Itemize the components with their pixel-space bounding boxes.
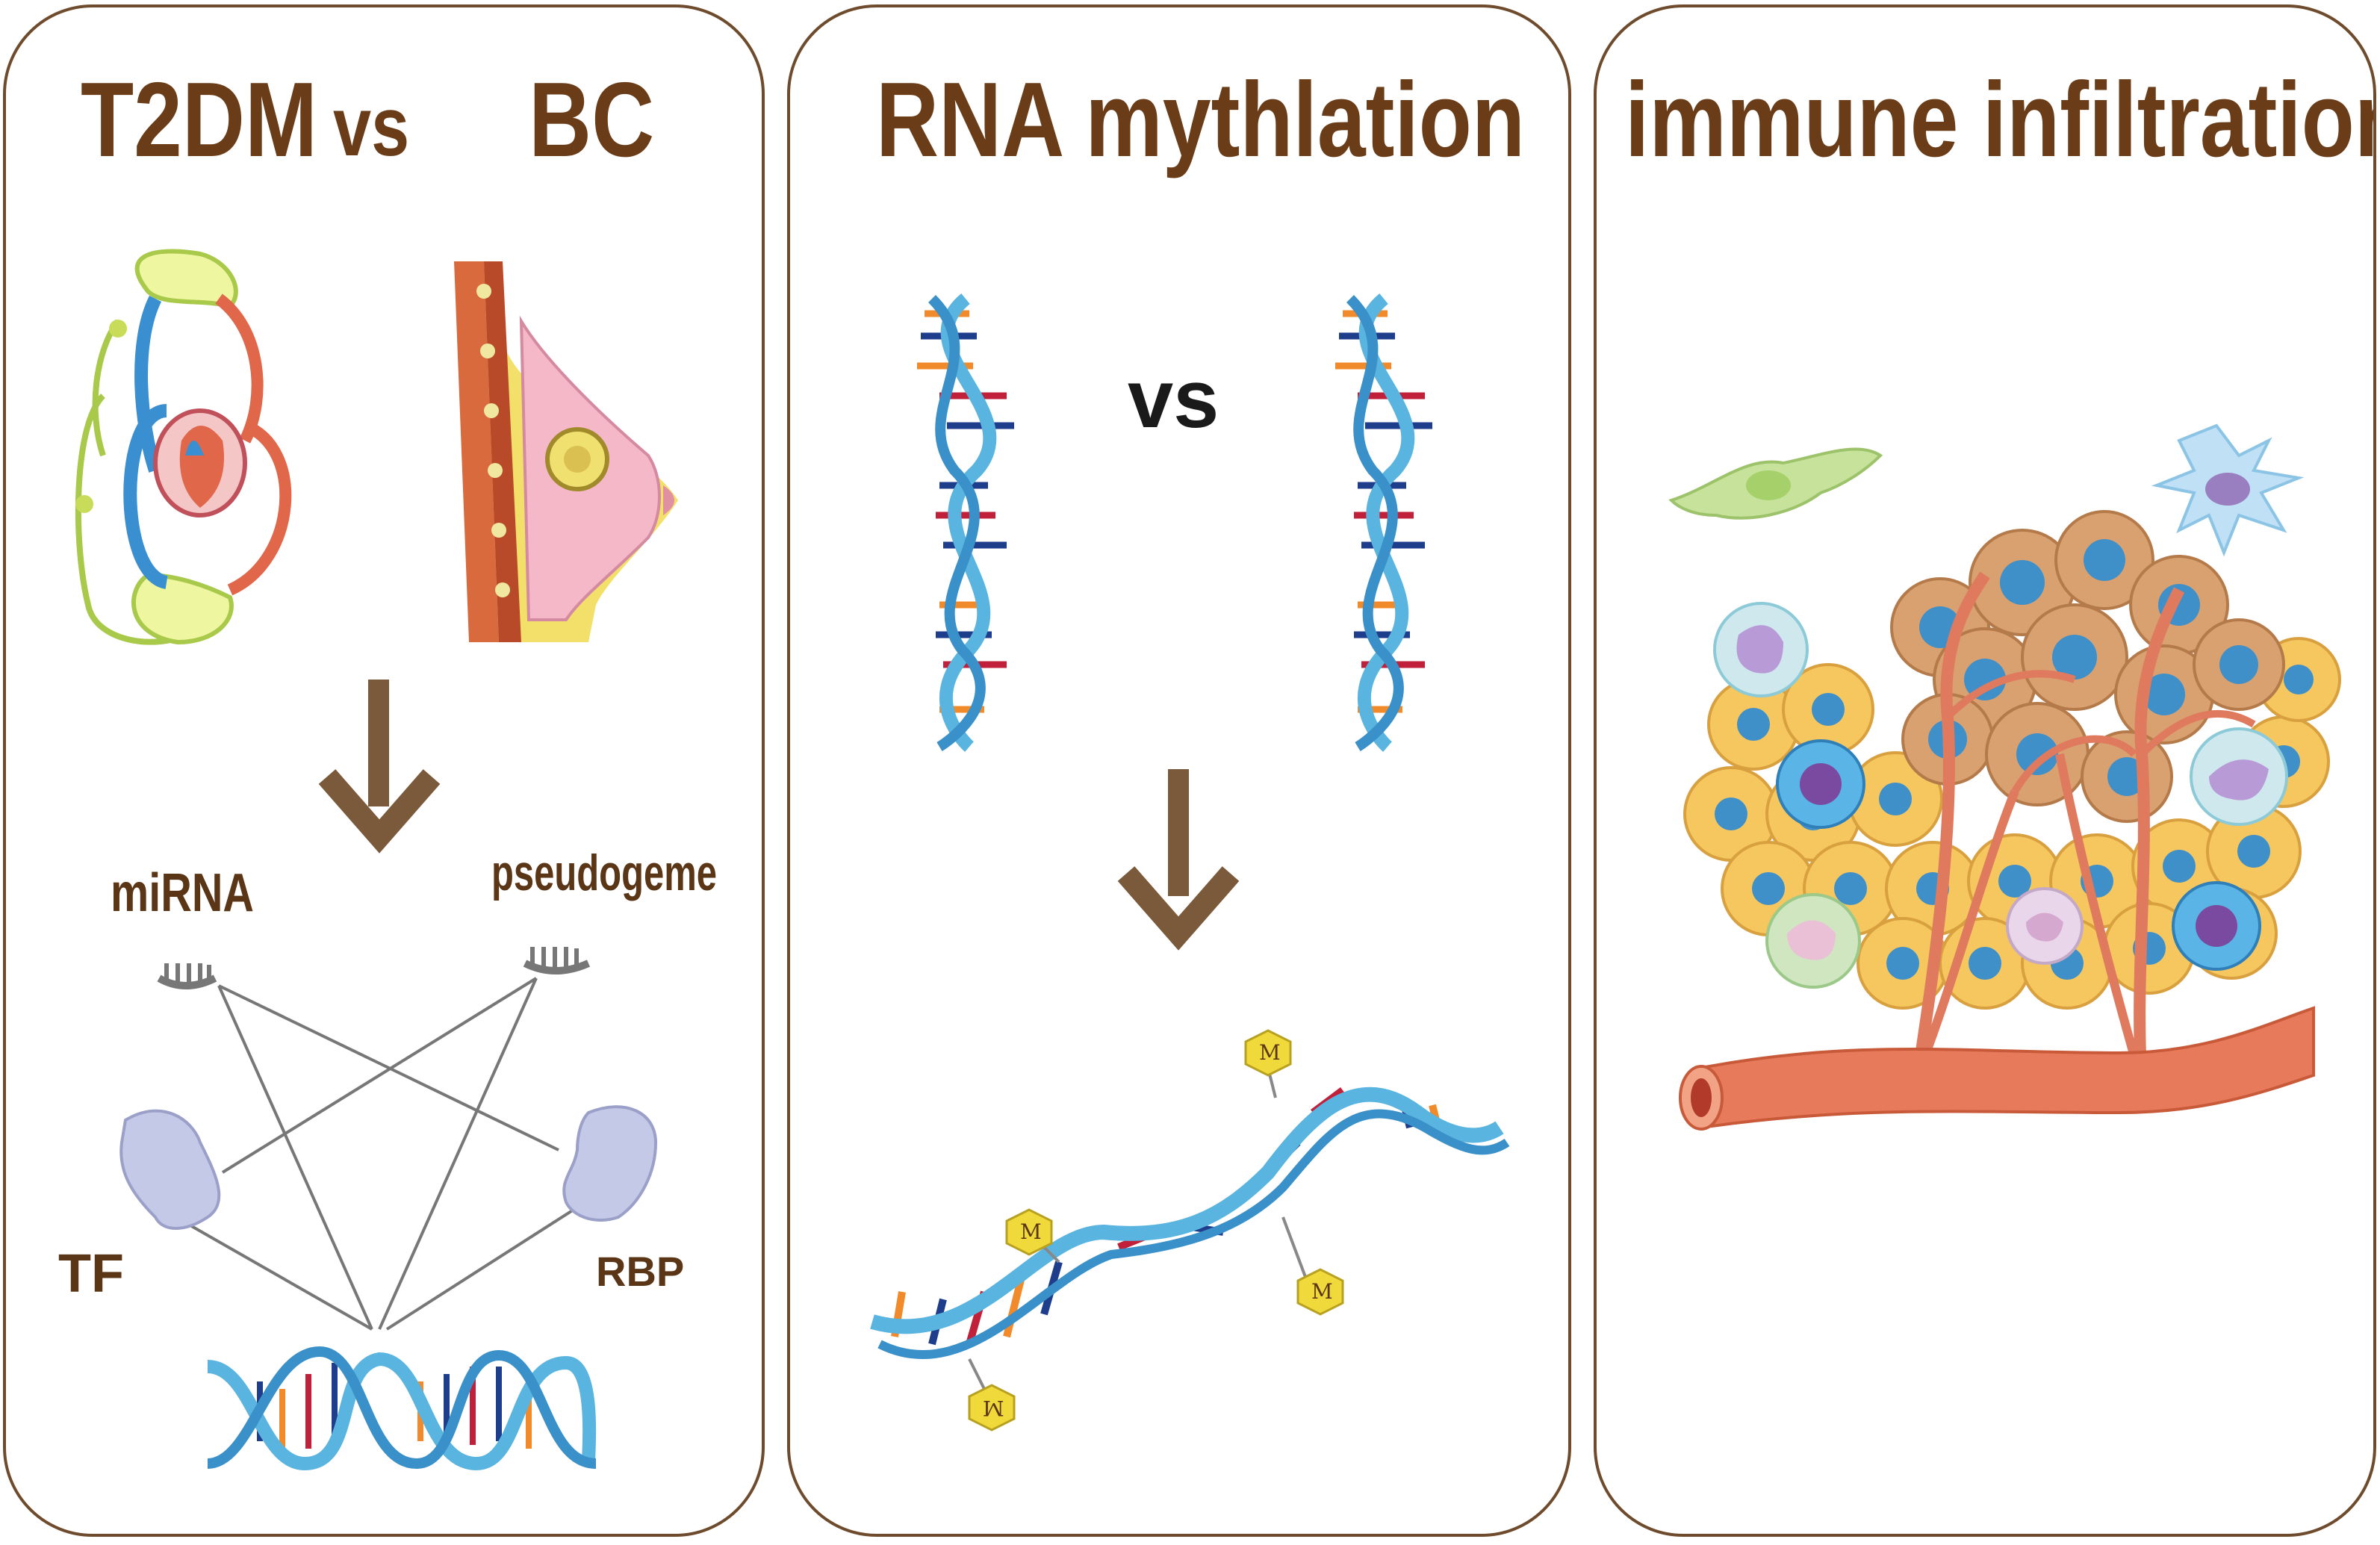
label-mirna: miRNA	[111, 863, 255, 923]
dna-helix-horizontal-icon	[206, 1346, 597, 1471]
immune-cell-icon	[1776, 739, 1865, 829]
methyl-mark-icon	[1244, 1029, 1292, 1098]
label-tf: TF	[58, 1244, 124, 1304]
label-rbp: RBP	[596, 1248, 685, 1295]
circulatory-system-icon	[75, 249, 292, 645]
methyl-mark-label: M	[983, 1396, 1004, 1420]
immune-cell-icon	[1713, 602, 1809, 697]
panel-2-artwork	[870, 293, 1510, 1431]
title-vs: vs	[333, 80, 410, 173]
title-rna-methylation: RNA mythlation	[876, 60, 1525, 179]
rbp-protein-icon	[562, 1105, 658, 1222]
immune-cell-icon	[2172, 881, 2261, 971]
immune-cell-icon	[2190, 727, 2288, 826]
immune-cell-icon	[2006, 887, 2084, 965]
label-vs: vs	[1128, 353, 1219, 445]
methyl-mark-label: M	[1311, 1279, 1333, 1304]
tumor-cell-cluster	[1683, 510, 2341, 1010]
tf-protein-icon	[119, 1109, 221, 1230]
title-bc: BC	[529, 60, 655, 179]
title-immune-infiltration: immune infiltration	[1625, 60, 2376, 179]
regulatory-network-lines	[188, 977, 575, 1331]
down-arrow-icon	[1117, 769, 1240, 951]
panel-immune-infiltration: immune infiltration	[1594, 4, 2376, 1537]
breast-cancer-illustration	[454, 261, 678, 642]
immune-cell-icon	[1765, 893, 1861, 989]
pseudogene-comb-icon	[523, 947, 591, 974]
panel-3-artwork	[1668, 423, 2341, 1131]
methylated-rna-icon	[870, 1087, 1510, 1359]
dna-helix-left-icon	[917, 293, 1014, 752]
methyl-mark-icon	[1005, 1208, 1060, 1263]
methyl-mark-label: M	[1259, 1040, 1281, 1065]
mirna-comb-icon	[157, 963, 217, 989]
panel-1-artwork	[75, 249, 678, 1471]
down-arrow-icon	[318, 680, 441, 854]
title-t2dm: T2DM	[81, 60, 317, 179]
label-pseudogene: pseudogeme	[491, 845, 717, 901]
methyl-mark-icon	[1281, 1216, 1344, 1316]
panel-t2dm-vs-bc: T2DM vs BC	[3, 4, 765, 1537]
panel-rna-methylation: RNA mythlation vs	[787, 4, 1571, 1537]
dna-helix-right-icon	[1335, 293, 1432, 752]
methyl-mark-label: M	[1020, 1219, 1042, 1244]
blood-vessel-icon	[1679, 571, 2315, 1131]
methyl-mark-icon	[968, 1358, 1016, 1431]
